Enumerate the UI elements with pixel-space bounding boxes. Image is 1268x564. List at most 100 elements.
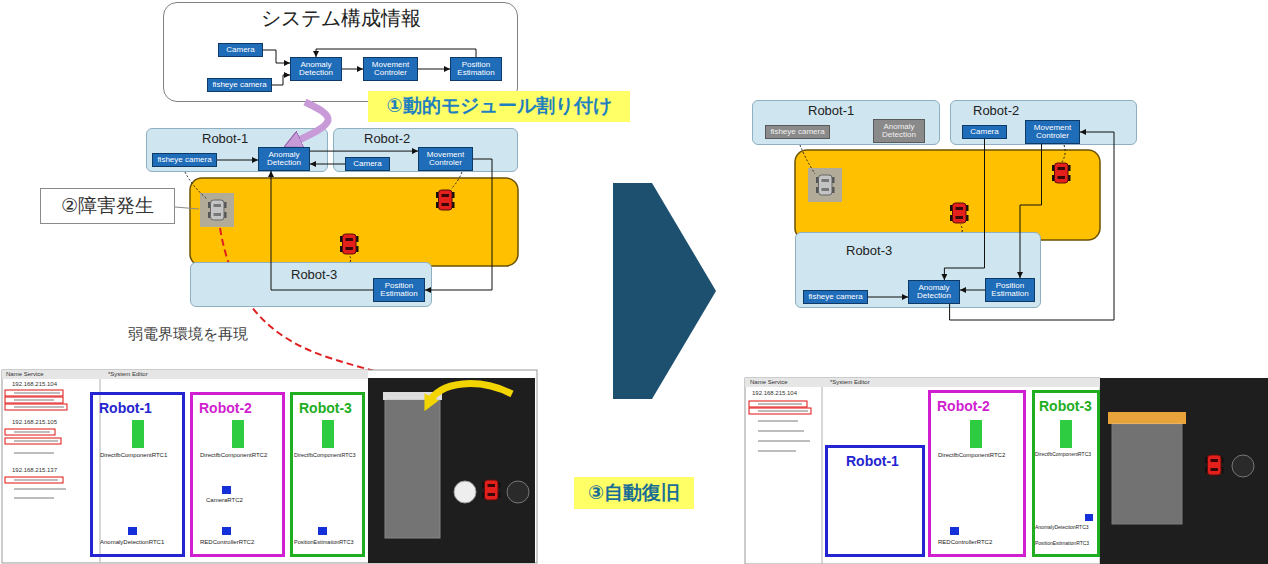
screenshot-left: [2, 370, 537, 563]
robot-panel: Robot-2CameraMovement Controler: [333, 128, 518, 172]
screenshot-right: [749, 408, 811, 414]
module-name: Movement Controler: [1028, 124, 1077, 141]
connector: [418, 69, 450, 70]
ui-text: *System Editor: [108, 371, 148, 378]
module-box: Camera: [345, 157, 390, 171]
screenshot-left: [14, 497, 54, 499]
ui-text: Name Service: [6, 371, 44, 378]
connector: [271, 171, 373, 290]
connector: [960, 290, 985, 291]
module-name: Camera: [970, 128, 998, 136]
screenshot-left: [5, 477, 63, 483]
robot-panel: Robot-2Camera Movement Controler: [950, 100, 1137, 145]
editor-frame: Robot-2: [190, 392, 285, 557]
system-panel: システム構成情報 Camera fisheye camera Anomaly Dete…: [163, 2, 518, 102]
robot-field: [795, 150, 1100, 240]
editor-frame: Robot-2: [928, 390, 1026, 557]
dotted-link: [960, 224, 962, 232]
frame-name: Robot-1: [99, 400, 152, 416]
failed-robot: [208, 200, 227, 220]
frame-name: Robot-2: [937, 398, 990, 414]
screenshot-right: [822, 387, 823, 564]
screenshot-left: [5, 397, 63, 403]
label-note: 弱電界環境を再現: [128, 325, 248, 342]
robot-panel: Robot-3fisheye cameraAnomaly DetectionPo…: [795, 232, 1041, 308]
ui-text: PositionEstimationRTC3: [1035, 541, 1089, 547]
screenshot-left: [5, 404, 67, 410]
module-name: fisheye camera: [212, 81, 266, 89]
callout-box: ②障害発生: [40, 188, 175, 224]
ui-text: DirectfbComponentRTC3: [294, 452, 356, 458]
ui-text: Name Service: [750, 379, 788, 386]
screenshot-right: [950, 527, 959, 535]
robot-panel: Robot-3Position Estimation: [190, 262, 432, 307]
module-name: Movement Controler: [421, 151, 470, 168]
module-name: Anomaly Detection: [293, 61, 339, 78]
module-box: fisheye camera: [803, 290, 868, 304]
screenshot-right: [1085, 514, 1093, 521]
module-name: Anomaly Detection: [876, 123, 922, 140]
module-box: Anomaly Detection: [258, 147, 310, 171]
ui-text: REDControllerRTC2: [938, 539, 992, 546]
ui-text: DirectfbComponentRTC2: [938, 452, 1005, 459]
module-name: Position Estimation: [453, 61, 499, 78]
screenshot-left: [507, 481, 529, 503]
frame-name: Robot-3: [299, 400, 352, 416]
screenshot-left: [14, 392, 60, 394]
module-box: Movement Controler: [418, 147, 473, 171]
module-box: fisheye camera: [207, 78, 272, 92]
screenshot-left: [128, 527, 137, 535]
robot-icon: [340, 234, 359, 254]
robot-icon: [436, 190, 455, 210]
module-name: Movement Controler: [366, 61, 415, 78]
module-name: Camera: [353, 160, 381, 168]
connector: [295, 102, 328, 142]
connector: [425, 159, 492, 290]
ui-text: 192.168.215.105: [12, 419, 57, 426]
module-box: Position Estimation: [373, 278, 425, 302]
screenshot-right: [758, 450, 796, 452]
module-name: Anomaly Detection: [911, 284, 957, 301]
screenshot-left: [222, 486, 231, 494]
transition-arrow: [613, 183, 716, 399]
robot-icon: [950, 203, 969, 223]
connector: [310, 164, 345, 165]
ui-text: DirectfbComponentRTC1: [100, 452, 167, 459]
connector: [944, 139, 984, 280]
frame-name: Robot-3: [1039, 398, 1092, 414]
module-box: Anomaly Detection: [290, 57, 342, 81]
screenshot-left: [14, 399, 54, 401]
screenshot-right: [749, 401, 807, 407]
ui-text: DirectfbComponentRTC2: [200, 452, 267, 459]
callout-text: ②障害発生: [61, 195, 154, 218]
screenshot-right: [745, 378, 1100, 387]
robot-name: Robot-3: [291, 267, 337, 282]
screenshot-left: [14, 431, 50, 433]
ui-text: AnomalyDetectionRTC1: [100, 539, 164, 546]
failed-robot: [200, 193, 234, 227]
screenshot-left: [2, 370, 537, 563]
dotted-link: [185, 172, 207, 199]
ui-text: *System Editor: [830, 379, 870, 386]
ui-text: 192.168.215.104: [12, 381, 57, 388]
callout-text: ③自動復旧: [588, 482, 680, 505]
module-box: Position Estimation: [985, 278, 1035, 302]
module-name: fisheye camera: [157, 156, 211, 164]
failed-robot: [816, 175, 835, 195]
ui-text: 192.168.215.137: [12, 467, 57, 474]
screenshot-left: [5, 429, 55, 435]
robot-name: Robot-1: [808, 103, 854, 118]
ui-text: PositionEstimationRTC3: [294, 539, 354, 545]
ui-text: REDControllerRTC2: [200, 539, 254, 546]
screenshot-left: [132, 420, 144, 448]
module-name: Camera: [226, 46, 254, 54]
screenshot-right: [745, 378, 1268, 564]
callout-text: ①動的モジュール割り付け: [386, 95, 611, 118]
module-box: Position Estimation: [450, 57, 502, 81]
robot-name: Robot-2: [973, 103, 1019, 118]
screenshot-left: [454, 481, 476, 503]
screenshot-left: [482, 480, 501, 500]
panel-title: システム構成情報: [164, 6, 517, 30]
screenshot-right: [1112, 424, 1182, 524]
module-name: fisheye camera: [770, 128, 824, 136]
